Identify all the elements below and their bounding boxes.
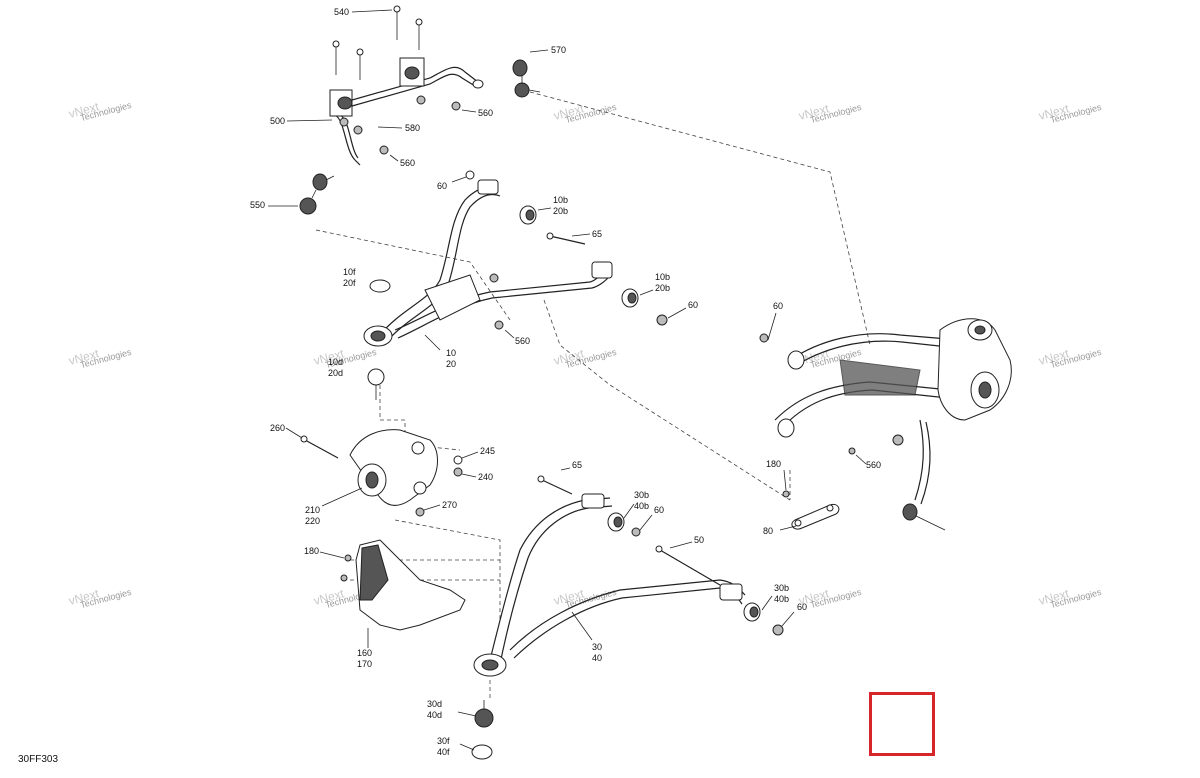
callout-160: 160 (357, 648, 372, 658)
callout-60: 60 (688, 300, 698, 310)
watermark-layer: vNext Technologies vNext Technologies vN… (67, 99, 1103, 610)
nut-60e (772, 624, 784, 636)
nut-560a (451, 101, 461, 111)
callout-180: 180 (304, 546, 319, 556)
ball-joint-10d (367, 368, 385, 400)
link-rod-550 (299, 173, 335, 215)
diagram-reference-code: 30FF303 (18, 754, 59, 765)
nut-60d (631, 527, 641, 537)
callout-220: 220 (305, 516, 320, 526)
callout-560: 560 (866, 460, 881, 470)
ball-joint-30d (474, 700, 494, 728)
nut-60b (656, 314, 668, 326)
callout-20b: 20b (553, 206, 568, 216)
callout-20d: 20d (328, 368, 343, 378)
assembled-suspension-view (759, 318, 1012, 531)
bolt-50 (655, 545, 721, 586)
callout-180: 180 (766, 459, 781, 469)
callout-210: 210 (305, 505, 320, 515)
callout-40d: 40d (427, 710, 442, 720)
bushing-10b-20b-a (519, 205, 537, 225)
washer-245 (453, 455, 463, 465)
lower-a-arm (473, 493, 746, 677)
callout-30d: 30d (427, 699, 442, 709)
bushing-10b-20b-b (621, 288, 639, 308)
callout-20f: 20f (343, 278, 356, 288)
callout-540: 540 (334, 7, 349, 17)
callout-40b: 40b (774, 594, 789, 604)
callout-500: 500 (270, 116, 285, 126)
bushing-30b-40b-a (607, 512, 625, 532)
callout-30b: 30b (774, 583, 789, 593)
callout-labels: 540 570 500 580 560 560 550 60 10b 20b 6… (250, 7, 881, 757)
callout-10: 10 (446, 348, 456, 358)
link-rod-570 (512, 59, 541, 98)
callout-30: 30 (592, 642, 602, 652)
nut-560b (379, 145, 389, 155)
callout-40: 40 (592, 653, 602, 663)
steering-knuckle (349, 429, 438, 506)
callout-245: 245 (480, 446, 495, 456)
callout-30b: 30b (634, 490, 649, 500)
link-80 (782, 490, 840, 530)
bolt-60a (465, 170, 475, 180)
bushing-30b-40b-b (743, 602, 761, 622)
bolt-65b (537, 475, 573, 495)
callout-10f: 10f (343, 267, 356, 277)
callout-550: 550 (250, 200, 265, 210)
guard-plate (340, 539, 466, 631)
bolt-65a (546, 232, 586, 245)
callout-60: 60 (797, 602, 807, 612)
callout-570: 570 (551, 45, 566, 55)
callout-260: 260 (270, 423, 285, 433)
callout-10d: 10d (328, 357, 343, 367)
callout-560: 560 (478, 108, 493, 118)
nut-240 (453, 467, 463, 477)
callout-80: 80 (763, 526, 773, 536)
upper-a-arm (363, 179, 613, 347)
callout-560: 560 (515, 336, 530, 346)
callout-60: 60 (654, 505, 664, 515)
callout-40b: 40b (634, 501, 649, 511)
callout-580: 580 (405, 123, 420, 133)
callout-240: 240 (478, 472, 493, 482)
callout-270: 270 (442, 500, 457, 510)
callout-10b: 10b (553, 195, 568, 205)
bolt-260 (300, 435, 339, 459)
callout-65: 65 (592, 229, 602, 239)
nut-270 (415, 507, 425, 517)
callout-leaders (268, 9, 867, 751)
nut-560c (494, 320, 504, 330)
highlight-box[interactable] (869, 692, 935, 756)
retaining-ring-10f (369, 279, 391, 293)
callout-50: 50 (694, 535, 704, 545)
retaining-ring-30f (471, 744, 493, 760)
stabilizer-bar-assembly (329, 5, 484, 166)
callout-30f: 30f (437, 736, 450, 746)
callout-170: 170 (357, 659, 372, 669)
callout-20: 20 (446, 359, 456, 369)
callout-560: 560 (400, 158, 415, 168)
callout-20b: 20b (655, 283, 670, 293)
callout-40f: 40f (437, 747, 450, 757)
callout-60: 60 (773, 301, 783, 311)
callout-60: 60 (437, 181, 447, 191)
callout-10b: 10b (655, 272, 670, 282)
callout-65: 65 (572, 460, 582, 470)
